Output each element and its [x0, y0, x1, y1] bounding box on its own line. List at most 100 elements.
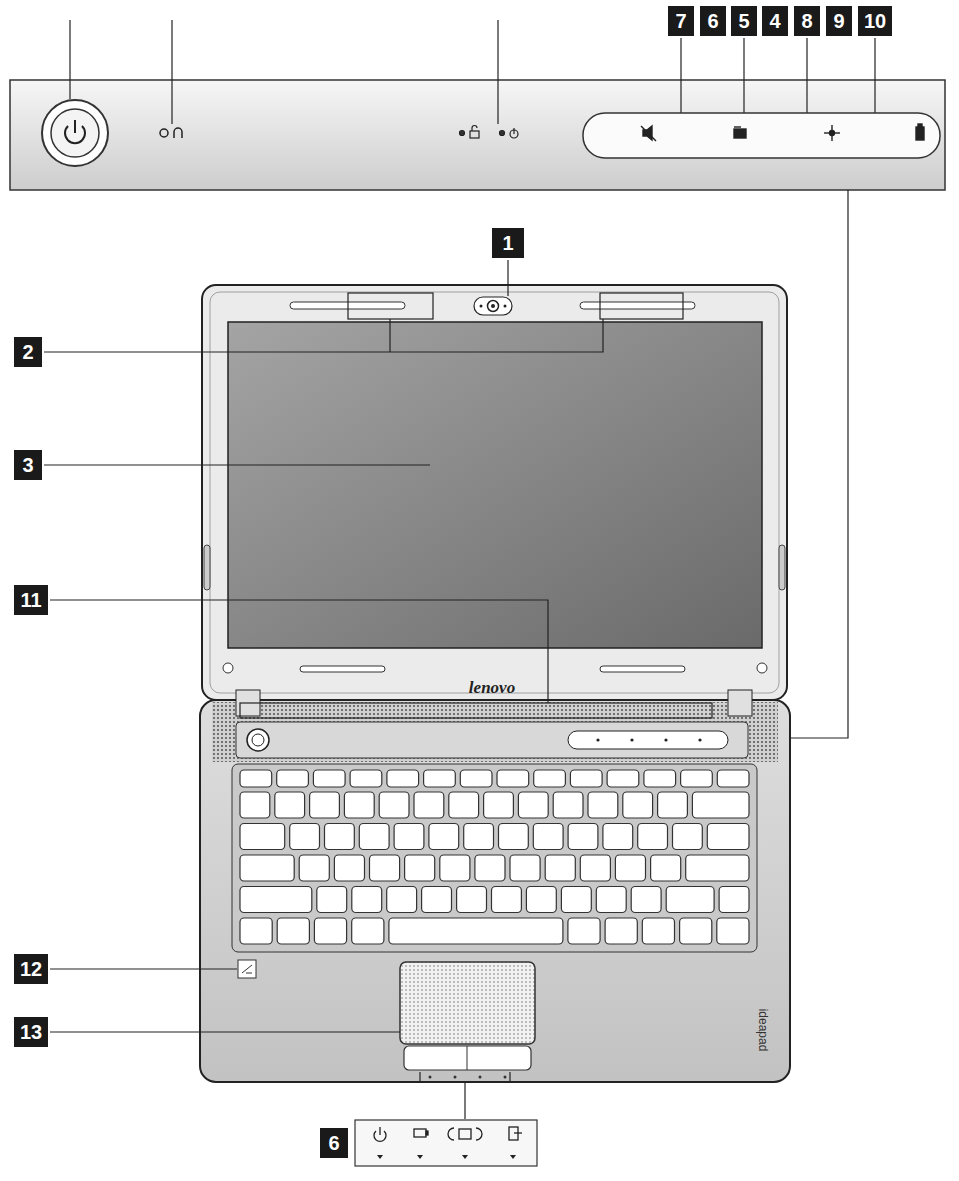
keyboard-key — [429, 824, 459, 850]
power-button — [51, 109, 99, 157]
touch-button-strip — [641, 124, 924, 141]
touchpad-toggle — [238, 960, 256, 978]
indicator-panel — [426, 1131, 428, 1135]
laptop-base — [596, 738, 599, 741]
callout-number: 13 — [14, 1017, 48, 1047]
callout-number: 5 — [731, 6, 757, 36]
status-indicators — [513, 128, 514, 134]
display-lid — [202, 285, 787, 700]
touch-button-strip — [734, 129, 746, 138]
status-indicators — [460, 131, 465, 136]
novo-button — [174, 128, 182, 138]
callout-number: 3 — [14, 450, 42, 480]
keyboard-key — [457, 887, 487, 913]
keyboard-key — [644, 770, 676, 787]
callout-number: 2 — [14, 337, 42, 367]
keyboard-key — [510, 855, 540, 881]
leader-line — [44, 464, 430, 465]
power-button — [74, 120, 76, 133]
keyboard-key — [605, 918, 637, 944]
leader-line — [874, 38, 875, 113]
webcam — [474, 297, 512, 315]
callout-number: 1 — [492, 228, 524, 258]
webcam — [480, 305, 483, 308]
status-indicators — [472, 126, 477, 132]
leader-line — [507, 260, 508, 296]
keyboard-key — [314, 918, 346, 944]
callout-number: 7 — [668, 6, 694, 36]
laptop-base — [232, 764, 757, 952]
brand-text: ideapad — [756, 1009, 770, 1052]
webcam — [488, 301, 499, 312]
laptop-base — [247, 729, 269, 751]
keyboard-key — [623, 792, 653, 818]
keyboard-key — [350, 770, 382, 787]
laptop-base — [212, 702, 778, 762]
webcam — [504, 305, 507, 308]
keyboard-key — [389, 918, 563, 944]
display-lid — [223, 663, 233, 673]
keyboard-key — [568, 824, 598, 850]
leader-line — [50, 600, 548, 703]
leader-line — [44, 260, 683, 465]
touchpad-toggle — [242, 965, 252, 973]
keyboard-key — [424, 770, 456, 787]
keyboard-key — [359, 824, 389, 850]
keyboard-key — [717, 770, 749, 787]
keyboard-key — [464, 824, 494, 850]
touch-button-strip — [916, 127, 924, 140]
front-indicators — [429, 1076, 432, 1079]
keyboard-key — [638, 824, 668, 850]
keyboard-key — [440, 855, 470, 881]
keyboard-key — [680, 918, 712, 944]
laptop-base — [568, 731, 728, 749]
keyboard-key — [422, 887, 452, 913]
keyboard-key — [526, 887, 556, 913]
indicator-panel — [448, 1128, 482, 1140]
keyboard-key — [387, 887, 417, 913]
display-lid — [204, 545, 210, 590]
keyboard-key — [615, 855, 645, 881]
leader-line — [50, 1031, 400, 1032]
front-indicators — [429, 1076, 507, 1079]
keyboard-key — [240, 824, 285, 850]
indicator-panel — [374, 1127, 522, 1141]
indicator-panel — [462, 1155, 468, 1159]
keyboard-key — [299, 855, 329, 881]
leader-line — [389, 319, 390, 352]
novo-button — [160, 128, 182, 138]
power-button — [42, 100, 108, 166]
indicator-panel — [355, 1120, 537, 1166]
keyboard-key — [681, 770, 713, 787]
webcam — [474, 297, 512, 315]
keyboard-key — [707, 824, 749, 850]
indicator-panel — [417, 1155, 423, 1159]
brand-logo: lenovo — [469, 678, 515, 698]
keyboard-key — [352, 887, 382, 913]
top-panel — [10, 80, 945, 190]
keyboard-key — [240, 770, 272, 787]
indicator-panel — [459, 1129, 471, 1139]
keyboard-key — [545, 855, 575, 881]
indicator-panel — [510, 1155, 516, 1159]
keyboard-key — [277, 918, 309, 944]
touchpad-toggle — [238, 960, 256, 978]
keyboard-key — [717, 918, 749, 944]
keyboard-key — [518, 792, 548, 818]
keyboard-key — [240, 792, 270, 818]
leader-line — [348, 293, 433, 319]
leader-line — [44, 319, 603, 352]
status-indicators — [470, 131, 479, 138]
status-indicators — [500, 131, 505, 136]
touch-button-strip — [641, 126, 656, 141]
keyboard-key — [553, 792, 583, 818]
callout-number: 11 — [14, 585, 48, 615]
leader-line — [497, 20, 498, 124]
keyboard-key — [492, 887, 522, 913]
indicator-panel — [377, 1155, 516, 1159]
keyboard-key — [240, 887, 312, 913]
laptop-base — [698, 738, 701, 741]
power-button — [42, 100, 108, 166]
keyboard-key — [344, 792, 374, 818]
